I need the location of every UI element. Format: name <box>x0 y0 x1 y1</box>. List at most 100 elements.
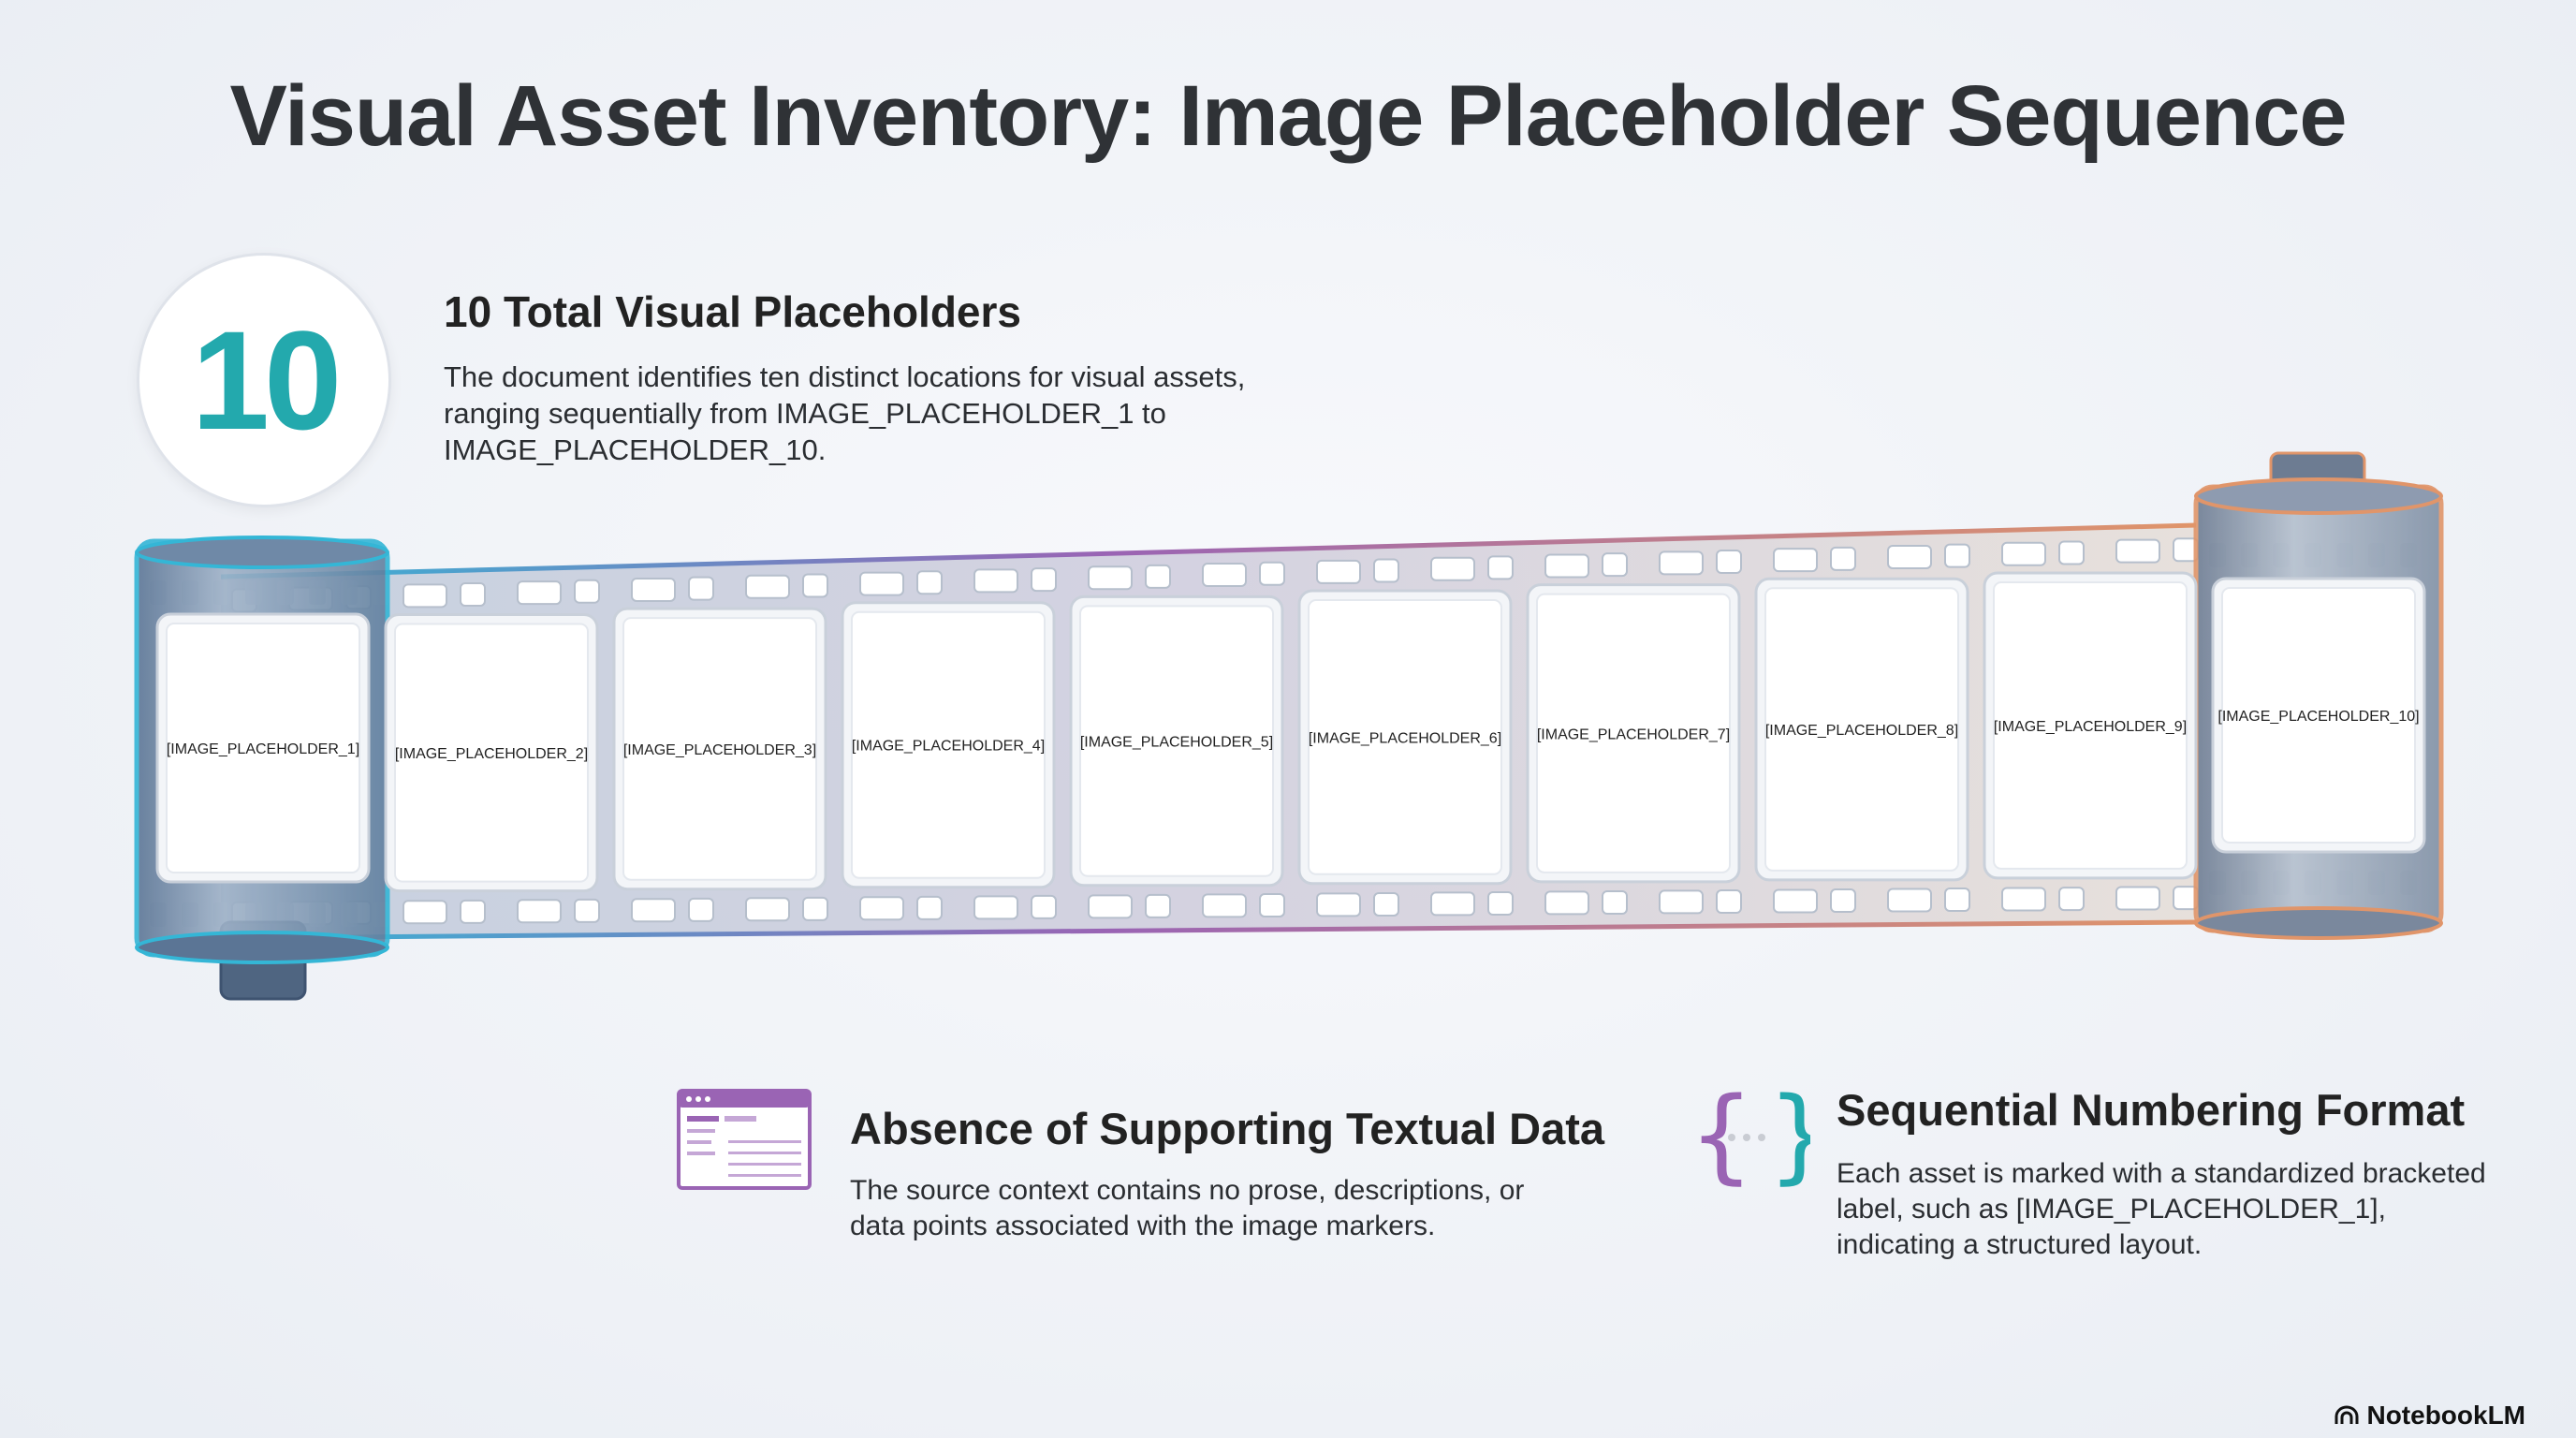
sprocket-hole <box>1487 555 1514 580</box>
sprocket-hole <box>1773 888 1818 914</box>
sprocket-hole <box>460 581 486 607</box>
sprocket-hole <box>1544 890 1589 916</box>
frame-label: [IMAGE_PLACEHOLDER_1] <box>167 741 359 757</box>
frame-label: [IMAGE_PLACEHOLDER_5] <box>1080 735 1273 751</box>
sprocket-hole <box>1259 561 1285 586</box>
sprocket-hole <box>517 580 562 606</box>
sprocket-hole <box>2058 540 2085 565</box>
sprocket-hole <box>631 898 676 923</box>
point-heading-absence: Absence of Supporting Textual Data <box>850 1104 1605 1153</box>
sprocket-hole <box>1602 552 1628 578</box>
sprocket-hole <box>1487 890 1514 916</box>
sprocket-hole <box>1773 548 1818 573</box>
sprocket-hole <box>745 574 790 599</box>
sprocket-hole <box>1716 550 1742 575</box>
sprocket-hole <box>2115 886 2160 911</box>
brand-logo: NotebookLM <box>2334 1401 2525 1431</box>
image-frame: [IMAGE_PLACEHOLDER_3] <box>612 607 827 891</box>
sprocket-hole <box>916 895 943 920</box>
sprocket-hole <box>1145 893 1171 918</box>
sprocket-hole <box>1430 556 1475 581</box>
sprocket-hole <box>1887 888 1932 913</box>
summary-heading: 10 Total Visual Placeholders <box>444 287 1022 336</box>
sprocket-hole <box>802 573 828 598</box>
sprocket-hole <box>574 898 600 923</box>
sprocket-hole <box>460 899 486 924</box>
sprocket-hole <box>1944 888 1970 913</box>
sprocket-hole <box>1145 564 1171 589</box>
sprocket-hole <box>916 570 943 595</box>
sprocket-hole <box>1602 890 1628 916</box>
sprocket-hole <box>1887 544 1932 569</box>
sprocket-hole <box>402 583 447 609</box>
sprocket-hole <box>1830 546 1856 571</box>
image-frame: [IMAGE_PLACEHOLDER_10] <box>2211 577 2426 854</box>
sprocket-hole <box>1202 563 1247 588</box>
image-frame: [IMAGE_PLACEHOLDER_5] <box>1069 594 1284 888</box>
sprocket-hole <box>1031 567 1057 593</box>
frame-label: [IMAGE_PLACEHOLDER_2] <box>395 746 588 762</box>
sprocket-hole <box>1088 894 1133 919</box>
frame-label: [IMAGE_PLACEHOLDER_9] <box>1994 719 2187 735</box>
sprocket-hole <box>1944 543 1970 568</box>
sprocket-hole <box>2115 538 2160 564</box>
image-frame: [IMAGE_PLACEHOLDER_2] <box>384 612 599 893</box>
sprocket-hole <box>1830 888 1856 914</box>
sprocket-hole <box>1373 891 1399 917</box>
image-frame: [IMAGE_PLACEHOLDER_8] <box>1754 577 1969 882</box>
sprocket-hole <box>631 577 676 602</box>
sprocket-hole <box>688 576 714 601</box>
sprocket-hole <box>2001 541 2046 566</box>
sprocket-hole <box>1659 550 1704 576</box>
film-strip: [IMAGE_PLACEHOLDER_1] [IMAGE_PLACEHOLDER_… <box>134 451 2444 1001</box>
sprocket-hole <box>1259 892 1285 917</box>
sprocket-hole <box>688 897 714 922</box>
sprocket-hole <box>1659 889 1704 915</box>
sprocket-hole <box>1202 893 1247 918</box>
sprocket-hole <box>859 896 904 921</box>
image-frame: [IMAGE_PLACEHOLDER_9] <box>1983 571 2198 880</box>
count-number: 10 <box>191 301 343 459</box>
frame-label: [IMAGE_PLACEHOLDER_8] <box>1765 723 1958 739</box>
sprocket-hole <box>973 568 1018 594</box>
sprocket-hole <box>1544 553 1589 579</box>
frame-label: [IMAGE_PLACEHOLDER_7] <box>1537 726 1730 742</box>
sprocket-hole <box>1316 559 1361 584</box>
curly-braces-icon: { } <box>1689 1081 1810 1194</box>
frame-label: [IMAGE_PLACEHOLDER_6] <box>1309 730 1501 746</box>
sprocket-hole <box>859 571 904 596</box>
point-description-numbering: Each asset is marked with a standardized… <box>1837 1158 2486 1260</box>
sprocket-hole <box>1031 894 1057 919</box>
sprocket-hole <box>1316 892 1361 917</box>
sprocket-hole <box>1716 889 1742 915</box>
film-strip-edge <box>220 522 2197 580</box>
summary-description: The document identifies ten distinct loc… <box>444 360 1246 466</box>
film-strip-edge <box>220 919 2197 941</box>
brand-name: NotebookLM <box>2366 1401 2525 1430</box>
frame-sequence: [IMAGE_PLACEHOLDER_1] [IMAGE_PLACEHOLDER_… <box>155 571 2426 893</box>
sprocket-hole <box>1373 558 1399 583</box>
svg-text:}: } <box>1767 1081 1810 1194</box>
frame-label: [IMAGE_PLACEHOLDER_3] <box>623 742 816 758</box>
sprocket-hole <box>402 900 447 925</box>
image-frame: [IMAGE_PLACEHOLDER_6] <box>1297 589 1513 886</box>
sprocket-hole <box>2058 887 2085 912</box>
image-frame: [IMAGE_PLACEHOLDER_4] <box>841 601 1056 889</box>
page-title: Visual Asset Inventory: Image Placeholde… <box>229 68 2347 164</box>
sprocket-hole <box>574 579 600 604</box>
sprocket-hole <box>1088 565 1133 591</box>
frame-label: [IMAGE_PLACEHOLDER_10] <box>2217 709 2419 725</box>
sprocket-hole <box>2001 887 2046 912</box>
frame-label: [IMAGE_PLACEHOLDER_4] <box>852 739 1045 755</box>
sprocket-hole <box>517 899 562 924</box>
sprocket-hole <box>1430 891 1475 917</box>
sprocket-hole <box>802 896 828 921</box>
image-frame: [IMAGE_PLACEHOLDER_1] <box>155 612 371 884</box>
notebooklm-icon <box>2334 1405 2359 1424</box>
image-frame: [IMAGE_PLACEHOLDER_7] <box>1526 583 1741 884</box>
count-badge: 10 <box>137 253 391 507</box>
point-description-absence: The source context contains no prose, de… <box>850 1175 1525 1241</box>
sprocket-hole <box>745 897 790 922</box>
point-heading-numbering: Sequential Numbering Format <box>1837 1085 2466 1135</box>
sprocket-hole <box>973 895 1018 920</box>
